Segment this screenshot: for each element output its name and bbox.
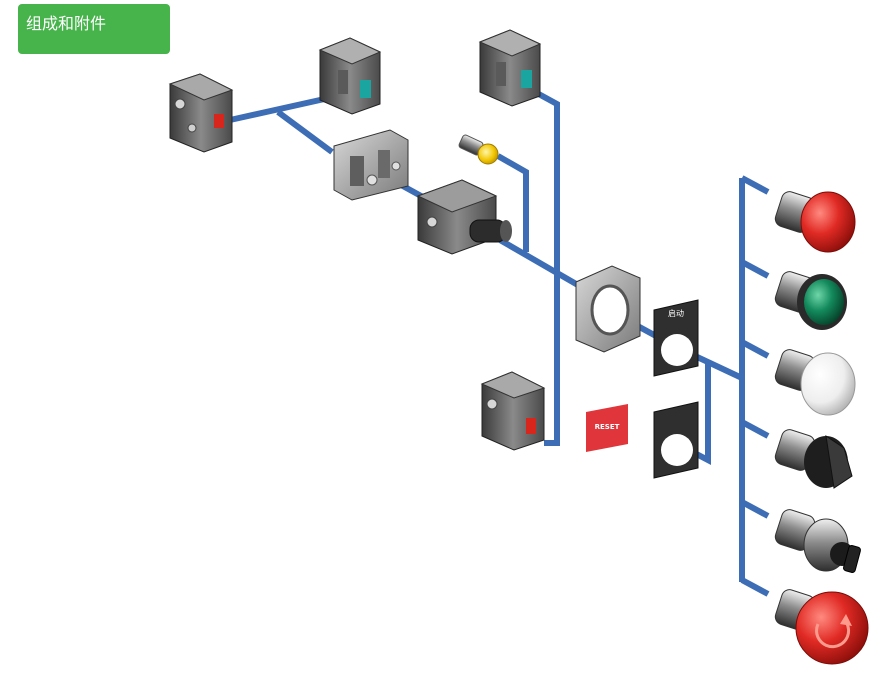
teal-contact-indicator xyxy=(521,70,532,88)
selector-handle xyxy=(825,434,853,489)
contact-block-no-teal-2 xyxy=(478,29,542,107)
contact-block-nc-red xyxy=(168,73,234,153)
led-lamp-yellow xyxy=(458,134,499,165)
legend-holder xyxy=(653,265,699,479)
emergency-stop-mushroom xyxy=(774,589,869,665)
legend-plate-reset: RESET xyxy=(586,404,628,452)
selector-switch xyxy=(774,429,853,489)
connector-branch-bracket xyxy=(276,109,334,155)
light-block-body xyxy=(416,179,512,255)
connector-top-right-contact xyxy=(533,89,560,446)
page-title: 组成和附件 xyxy=(26,14,107,33)
pushbutton-white xyxy=(774,349,856,416)
key-switch xyxy=(774,509,861,573)
red-contact-indicator xyxy=(214,114,224,128)
connector-lightblock-to-collar xyxy=(498,237,592,295)
pushbutton-green xyxy=(774,271,847,330)
fixing-collar xyxy=(575,265,641,353)
connector-operator-ticks xyxy=(740,175,770,597)
pushbutton-red xyxy=(774,191,856,253)
legend-holder-start: 启动 xyxy=(653,299,699,377)
contact-block-nc-red-2 xyxy=(480,371,546,451)
contact-block-no-teal-1 xyxy=(318,37,382,115)
twist-release-arrow-icon xyxy=(815,621,851,649)
mounting-adapter xyxy=(333,129,409,201)
legend-start-label: 启动 xyxy=(668,308,684,318)
teal-contact-indicator xyxy=(360,80,371,98)
title-badge: 组成和附件 xyxy=(18,4,170,54)
key-icon xyxy=(843,545,861,573)
connector-lamp-path xyxy=(496,153,529,252)
legend-reset-label: RESET xyxy=(595,423,620,431)
red-contact-indicator xyxy=(526,418,536,434)
